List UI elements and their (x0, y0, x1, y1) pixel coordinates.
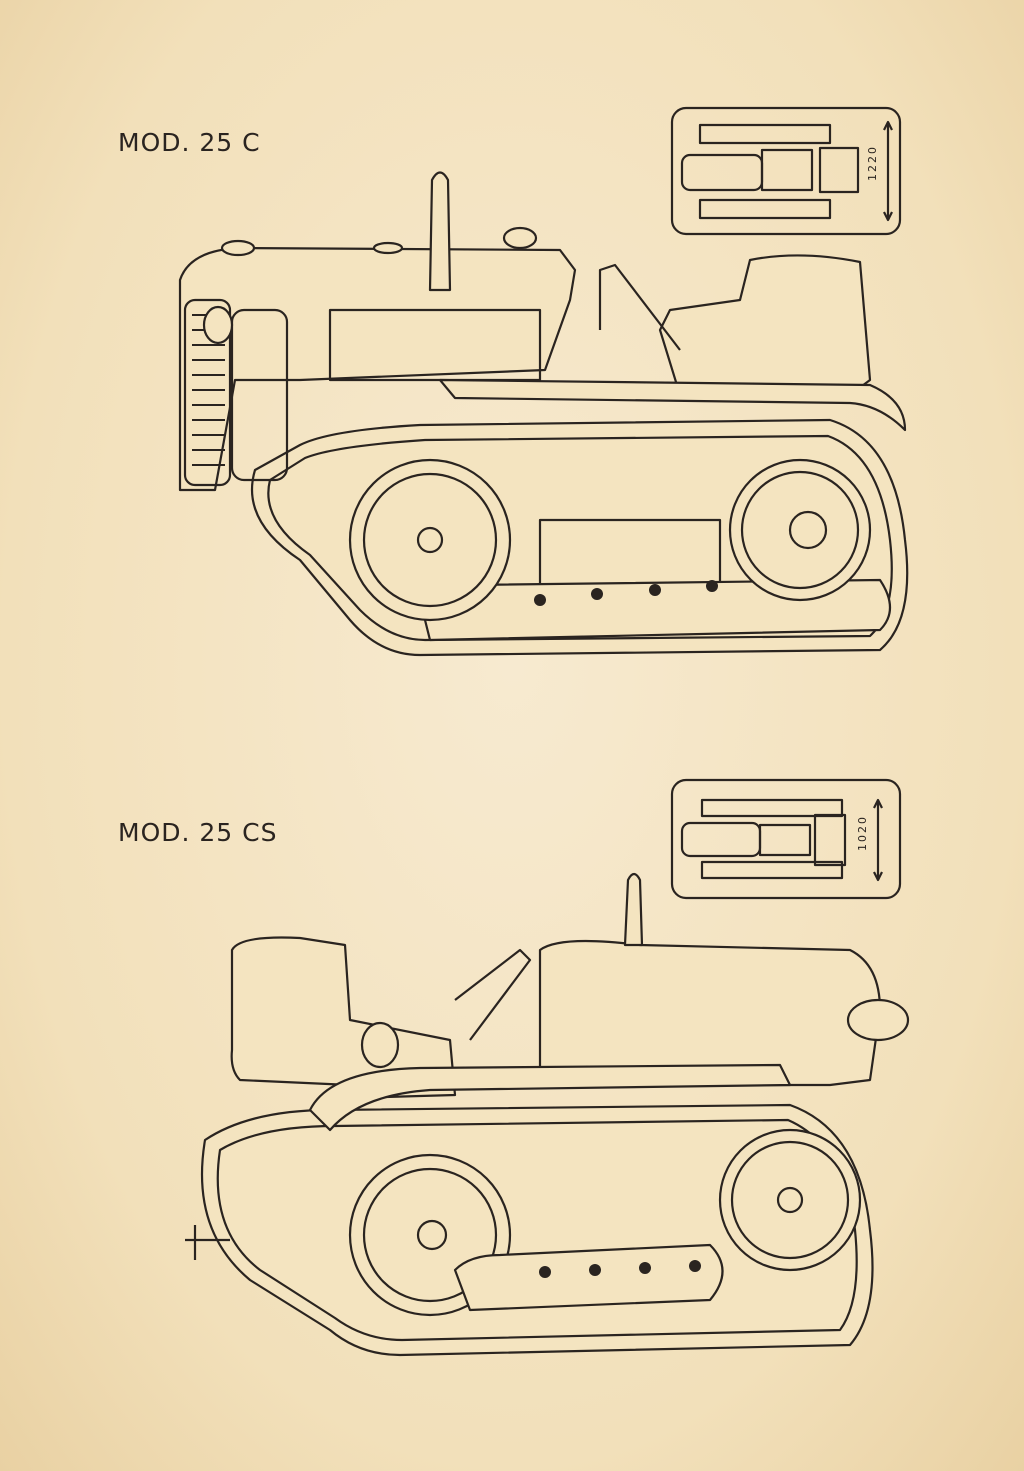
tractor-25c-drawing (178, 171, 909, 657)
track-width-dimension-25c: 1220 (866, 145, 879, 181)
tractor-25cs-drawing (185, 872, 910, 1357)
plan-view-25cs (670, 778, 902, 900)
model-label-25cs: MOD. 25 CS (118, 818, 278, 847)
track-width-dimension-25cs: 1020 (856, 815, 869, 851)
plan-view-25c (670, 106, 902, 236)
model-label-25c: MOD. 25 C (118, 128, 261, 157)
